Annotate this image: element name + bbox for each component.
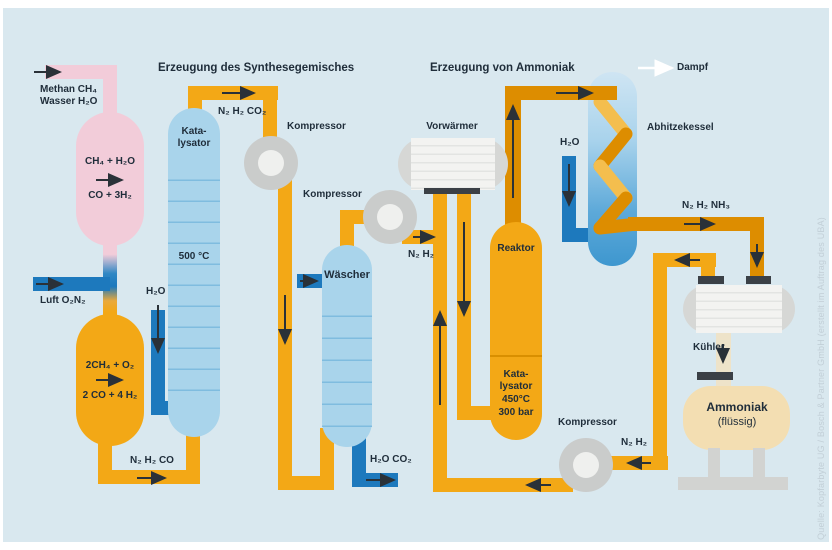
syngas-bottom-pipe bbox=[98, 470, 200, 484]
kuehler-label: Kühler bbox=[693, 342, 725, 353]
recycle-riser-pipe bbox=[653, 253, 667, 470]
katalysator-column bbox=[168, 108, 220, 437]
reformer-to-partialox-pipe bbox=[103, 240, 117, 320]
coil-segment bbox=[593, 159, 633, 205]
h2o-label-abhitzekessel: H₂O bbox=[560, 137, 580, 148]
waescher-trays bbox=[322, 295, 372, 435]
dampf-label: Dampf bbox=[677, 62, 709, 73]
kuehler-shell bbox=[696, 285, 782, 333]
methan-inlet-pipe bbox=[45, 65, 117, 79]
reaktor-vessel bbox=[490, 222, 542, 440]
n2h2-fresh-label: N₂ H₂ bbox=[408, 249, 435, 260]
abhitzekessel-coil bbox=[593, 95, 637, 235]
reformer-eq-top: CH₄ + H₂O bbox=[84, 156, 136, 167]
methan-label: Methan CH₄ bbox=[40, 84, 97, 95]
wasser-label: Wasser H₂O bbox=[40, 96, 98, 107]
vorwaermer-downcomer-pipe bbox=[457, 194, 471, 416]
reformer-eq-bottom: CO + 3H₂ bbox=[88, 190, 132, 201]
waescher-inlet-pipe bbox=[320, 428, 334, 490]
reformer-vessel bbox=[76, 112, 144, 246]
katalysator-h2o-elbow bbox=[151, 401, 173, 415]
ammoniak-state-label: (flüssig) bbox=[717, 416, 757, 428]
reaktor-pressure-label: 300 bar bbox=[498, 407, 534, 418]
section-title-ammonia: Erzeugung von Ammoniak bbox=[430, 62, 575, 74]
source-watermark: Quelle: Kopfarbyte UG / Bosch & Partner … bbox=[816, 217, 826, 540]
luft-inlet-pipe bbox=[33, 277, 110, 291]
reaktor-bed-divider bbox=[490, 355, 542, 357]
recycle-bottom-pipe bbox=[433, 478, 573, 492]
h2o-co2-label: H₂O CO₂ bbox=[370, 454, 412, 465]
ammoniak-tank-leg bbox=[708, 448, 720, 479]
partial-oxidation-vessel bbox=[76, 314, 144, 446]
vorwaermer-riser-pipe bbox=[433, 194, 447, 492]
waescher-label: Wäscher bbox=[324, 269, 370, 281]
kompressor2 bbox=[363, 190, 417, 244]
n2h2nh3-label: N₂ H₂ NH₃ bbox=[682, 200, 730, 211]
section-title-synthesis: Erzeugung des Synthesegemisches bbox=[158, 62, 355, 74]
syngas-co2-label: N₂ H₂ CO₂ bbox=[218, 106, 267, 117]
reformer-inlet-pipe bbox=[103, 65, 117, 117]
luft-label: Luft O₂N₂ bbox=[40, 295, 86, 306]
ammoniak-tank-base bbox=[678, 477, 788, 490]
kuehler-recycle-nozzle-pipe bbox=[701, 258, 715, 280]
kompressor1 bbox=[244, 136, 298, 190]
ammoniak-inlet-collar bbox=[697, 372, 733, 380]
kompressor1-hub bbox=[258, 150, 284, 176]
syngas-co-label: N₂ H₂ CO bbox=[130, 455, 174, 466]
abhitzekessel-label: Abhitzekessel bbox=[647, 122, 714, 133]
kompressor1-outlet-pipe bbox=[278, 163, 292, 490]
katalysator-label-1: Kata- bbox=[181, 126, 207, 137]
katalysator-label-2: lysator bbox=[177, 138, 211, 149]
reaktor-temp-label: 450°C bbox=[502, 394, 530, 405]
kompressor3-hub bbox=[573, 452, 599, 478]
kompressor3-label: Kompressor bbox=[558, 417, 617, 428]
katalysator-trays bbox=[168, 160, 220, 410]
abhitzekessel-h2o-elbow bbox=[562, 228, 592, 242]
ammoniak-tank bbox=[683, 386, 790, 450]
partialox-eq-top: 2CH₄ + O₂ bbox=[85, 360, 135, 371]
diagram-background bbox=[3, 8, 829, 542]
vorwaermer-shell bbox=[411, 138, 495, 190]
h2o-co2-outlet-pipe bbox=[352, 473, 398, 487]
reaktor-outlet-pipe bbox=[505, 86, 521, 226]
reaktor-kat-label-2: lysator bbox=[499, 381, 533, 392]
abhitzekessel-vessel bbox=[588, 72, 637, 266]
h2o-label-katalysator: H₂O bbox=[146, 286, 166, 297]
kompressor1-label: Kompressor bbox=[287, 121, 346, 132]
reaktor-label: Reaktor bbox=[497, 243, 535, 254]
katalysator-inlet-pipe bbox=[186, 432, 200, 484]
vorwaermer-exchanger bbox=[398, 138, 508, 190]
kuehler-nozzle-right bbox=[746, 276, 771, 284]
abhitzekessel-outlet-pipe bbox=[628, 217, 764, 231]
ammoniak-tank-leg bbox=[753, 448, 765, 479]
reaktor-kat-label-1: Kata- bbox=[503, 369, 529, 380]
katalysator-temp-label: 500 °C bbox=[176, 251, 212, 263]
coil-segment bbox=[593, 127, 633, 173]
ammoniak-label: Ammoniak bbox=[706, 400, 768, 414]
katalysator-h2o-pipe bbox=[151, 310, 165, 415]
vorwaermer-collar bbox=[424, 188, 480, 194]
waescher-column bbox=[322, 245, 372, 447]
kompressor3 bbox=[559, 438, 613, 492]
n2h2-recycle-label: N₂ H₂ bbox=[621, 437, 648, 448]
waescher-wash-inlet bbox=[297, 274, 324, 288]
kompressor2-label: Kompressor bbox=[303, 189, 362, 200]
kuehler-exchanger bbox=[683, 285, 795, 333]
vorwaermer-label: Vorwärmer bbox=[426, 121, 478, 132]
partialox-eq-bottom: 2 CO + 4 H₂ bbox=[82, 390, 138, 401]
reaktor-to-abhitzekessel-pipe bbox=[505, 86, 617, 100]
coil-segment bbox=[593, 95, 633, 141]
kompressor2-hub bbox=[377, 204, 403, 230]
kuehler-nozzle-left bbox=[698, 276, 724, 284]
